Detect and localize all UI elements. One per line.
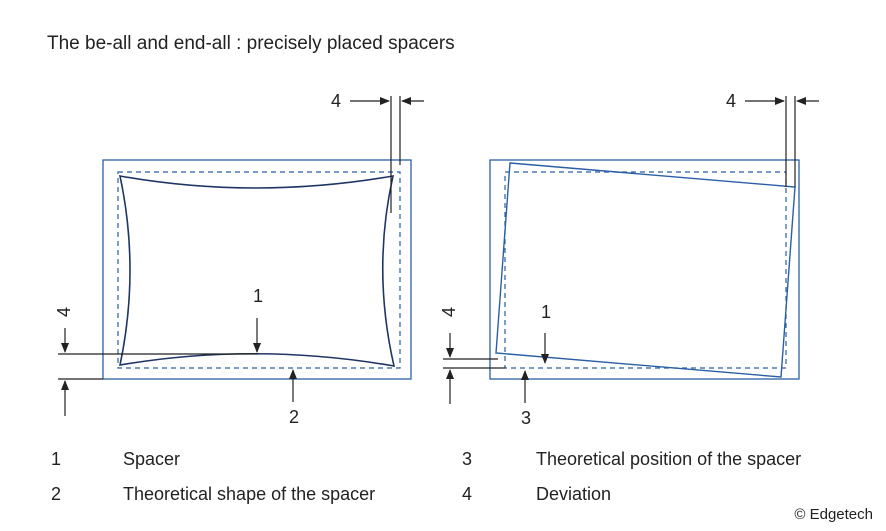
legend-item-2: 2 Theoretical shape of the spacer [51,484,375,504]
copyright: © Edgetech [794,506,873,523]
label-4-side: 4 [439,307,459,317]
spacer-shape [495,162,796,378]
label-1: 1 [253,286,263,306]
label-4-side: 4 [54,307,74,317]
label-4-top: 4 [726,91,736,111]
legend-item-3: 3 Theoretical position of the spacer [462,449,801,469]
figure-right: 4 1 3 4 [439,91,819,428]
label-3: 3 [521,408,531,428]
legend-number: 1 [51,449,61,469]
label-4-top: 4 [331,91,341,111]
page-title: The be-all and end-all : precisely place… [47,33,455,54]
glass-pane-outline [102,159,412,380]
legend-item-1: 1 Spacer [51,449,180,469]
legend-number: 2 [51,484,61,504]
legend-text: Theoretical position of the spacer [536,449,801,469]
legend-item-4: 4 Deviation [462,484,611,504]
legend-number: 3 [462,449,472,469]
label-1: 1 [541,302,551,322]
theoretical-position-outline [504,171,787,369]
theoretical-shape-outline [117,171,401,369]
figure-left: 4 1 2 4 [54,91,424,427]
glass-pane-outline [489,159,800,380]
legend-text: Deviation [536,484,611,504]
legend: 1 Spacer 2 Theoretical shape of the spac… [51,449,801,504]
spacer-shape [118,175,396,367]
legend-text: Spacer [123,449,180,469]
legend-text: Theoretical shape of the spacer [123,484,375,504]
label-2: 2 [289,407,299,427]
legend-number: 4 [462,484,472,504]
